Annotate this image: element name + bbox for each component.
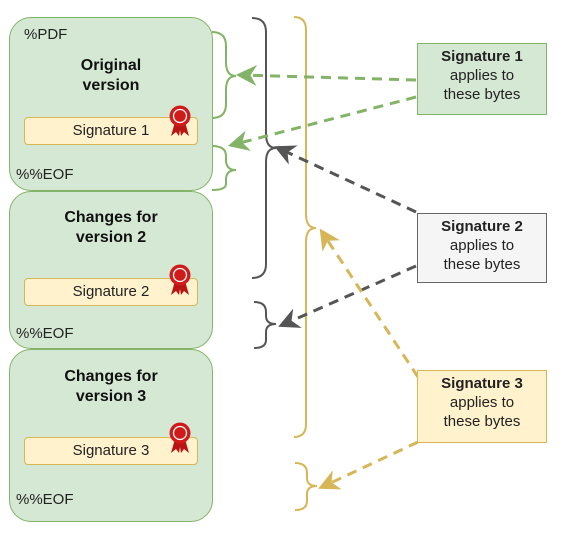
sig1-brace-range-b [211,145,237,191]
signature-field: Signature 3 [24,437,198,465]
eof-marker: %%EOF [16,166,74,183]
sig3-arrow-a [319,228,420,378]
signature-2-callout: Signature 2 applies to these bytes [417,213,547,283]
sig2-brace-range-a [251,17,277,279]
seal-icon [169,105,191,136]
seal-icon [169,422,191,453]
sig3-arrow-b [318,440,419,490]
callout-body: applies to these bytes [443,67,521,103]
signature-1-callout: Signature 1 applies to these bytes [417,43,547,115]
sig2-arrow-a [274,145,417,214]
version-3-changes-block: Changes for version 3 Signature 3 %%EOF [9,349,213,522]
block-title: Changes for version 2 [64,209,158,246]
block-title: Changes for version 3 [64,368,158,405]
callout-title: Signature 2 [441,218,523,235]
callout-body: applies to these bytes [443,394,521,430]
sig1-arrow-b [227,95,417,151]
original-version-block: %PDF Original version Signature 1 %%EOF [9,17,213,191]
sig2-arrow-b [278,264,417,328]
eof-marker: %%EOF [16,325,74,342]
sig3-brace-range-a [293,16,317,438]
sig2-brace-range-b [253,301,277,349]
seal-icon [169,264,191,295]
signature-field: Signature 1 [24,117,198,145]
sig1-arrow-a [235,64,417,86]
sig3-brace-range-b [294,462,318,511]
signature-3-callout: Signature 3 applies to these bytes [417,370,547,443]
signature-field: Signature 2 [24,278,198,306]
sig1-brace-range-a [211,31,237,119]
callout-body: applies to these bytes [443,237,521,273]
version-2-changes-block: Changes for version 2 Signature 2 %%EOF [9,191,213,349]
callout-title: Signature 3 [441,375,523,392]
eof-marker: %%EOF [16,491,74,508]
block-title: Original version [80,57,142,94]
pdf-start-marker: %PDF [24,26,68,43]
callout-title: Signature 1 [441,48,523,65]
